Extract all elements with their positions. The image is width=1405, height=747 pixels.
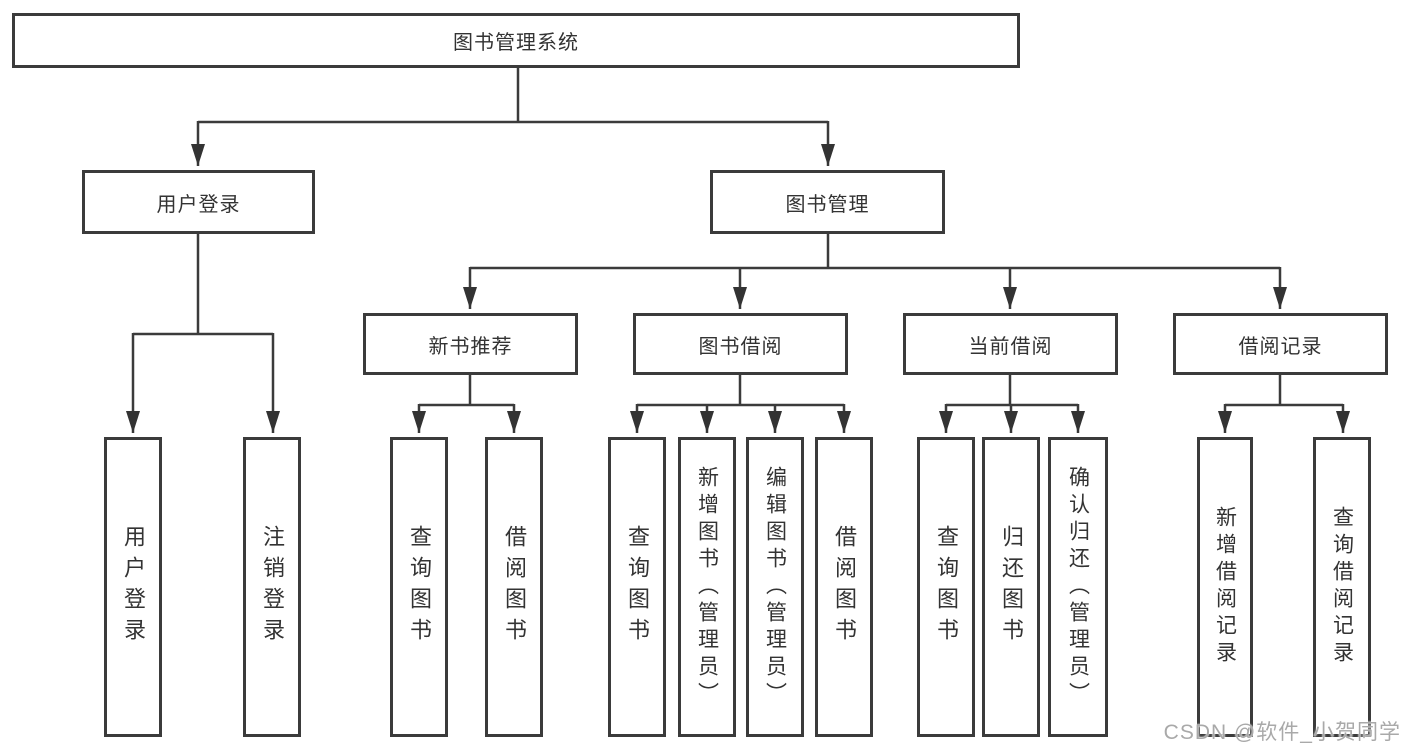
leaf-query-borrow-record: 查询借阅记录: [1313, 437, 1371, 737]
node-book-management-label: 图书管理: [785, 193, 870, 216]
leaf-confirm-return-admin: 确认归还（管理员）: [1048, 437, 1108, 737]
node-new-book-recommend: 新书推荐: [363, 313, 578, 375]
node-user-login: 用户登录: [82, 170, 315, 234]
leaf-add-book-admin: 新增图书（管理员）: [678, 437, 736, 737]
leaf-logout-label: 注销登录: [260, 525, 285, 649]
node-new-book-recommend-label: 新书推荐: [428, 335, 513, 358]
leaf-query-book-3: 查询图书: [917, 437, 975, 737]
node-book-borrow-label: 图书借阅: [698, 335, 783, 358]
csdn-watermark: CSDN @软件_小贺同学: [1163, 721, 1401, 744]
leaf-edit-book-admin-label: 编辑图书（管理员）: [763, 465, 787, 709]
leaf-logout: 注销登录: [243, 437, 301, 737]
node-root: 图书管理系统: [12, 13, 1020, 68]
leaf-borrow-book-1-label: 借阅图书: [502, 525, 527, 649]
node-current-borrow: 当前借阅: [903, 313, 1118, 375]
leaf-user-login-label: 用户登录: [121, 525, 146, 649]
leaf-confirm-return-admin-label: 确认归还（管理员）: [1066, 465, 1090, 709]
leaf-query-book-2-label: 查询图书: [625, 525, 650, 649]
leaf-borrow-book-2-label: 借阅图书: [832, 525, 857, 649]
node-borrow-record-label: 借阅记录: [1238, 335, 1323, 358]
leaf-borrow-book-2: 借阅图书: [815, 437, 873, 737]
node-root-label: 图书管理系统: [453, 32, 579, 54]
leaf-query-book-1-label: 查询图书: [407, 525, 432, 649]
leaf-add-book-admin-label: 新增图书（管理员）: [695, 465, 719, 709]
node-current-borrow-label: 当前借阅: [968, 335, 1053, 358]
leaf-edit-book-admin: 编辑图书（管理员）: [746, 437, 804, 737]
leaf-return-book-label: 归还图书: [999, 525, 1024, 649]
leaf-borrow-book-1: 借阅图书: [485, 437, 543, 737]
node-borrow-record: 借阅记录: [1173, 313, 1388, 375]
leaf-add-borrow-record: 新增借阅记录: [1197, 437, 1253, 737]
leaf-return-book: 归还图书: [982, 437, 1040, 737]
leaf-query-book-1: 查询图书: [390, 437, 448, 737]
leaf-add-borrow-record-label: 新增借阅记录: [1213, 506, 1237, 668]
node-user-login-label: 用户登录: [156, 193, 241, 216]
leaf-query-borrow-record-label: 查询借阅记录: [1330, 506, 1354, 668]
node-book-borrow: 图书借阅: [633, 313, 848, 375]
leaf-query-book-2: 查询图书: [608, 437, 666, 737]
leaf-user-login: 用户登录: [104, 437, 162, 737]
leaf-query-book-3-label: 查询图书: [934, 525, 959, 649]
node-book-management: 图书管理: [710, 170, 945, 234]
